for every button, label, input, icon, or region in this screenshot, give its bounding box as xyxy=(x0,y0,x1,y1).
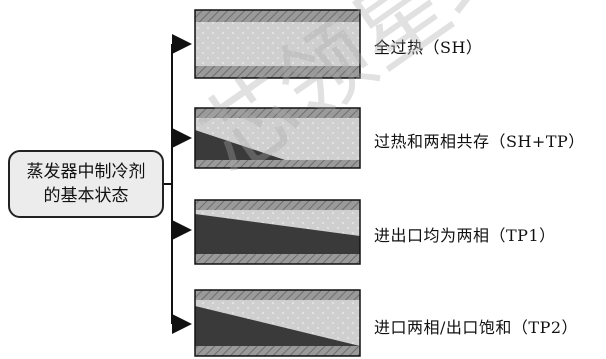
connector-tree xyxy=(164,34,192,334)
tube-tp1 xyxy=(194,199,361,265)
tube-outline xyxy=(194,289,361,357)
liquid-region xyxy=(195,214,360,254)
tube-tp2 xyxy=(194,289,361,357)
root-node: 蒸发器中制冷剂 的基本状态 xyxy=(8,150,164,218)
tube-outline xyxy=(194,9,361,79)
tube-outline xyxy=(194,199,361,265)
vapor-region xyxy=(195,22,360,66)
tube-outline xyxy=(194,107,361,169)
liquid-region xyxy=(195,306,360,346)
root-line-1: 蒸发器中制冷剂 xyxy=(26,162,146,182)
label-sh-tp: 过热和两相共存（SH+TP） xyxy=(374,132,585,151)
label-sh: 全过热（SH） xyxy=(374,38,483,57)
label-tp1: 进出口均为两相（TP1） xyxy=(374,226,556,245)
tube-sh-tp xyxy=(194,107,361,169)
liquid-region xyxy=(195,130,285,160)
tube-sh xyxy=(194,9,361,79)
root-line-2: 的基本状态 xyxy=(43,186,129,206)
label-tp2: 进口两相/出口饱和（TP2） xyxy=(374,318,579,337)
